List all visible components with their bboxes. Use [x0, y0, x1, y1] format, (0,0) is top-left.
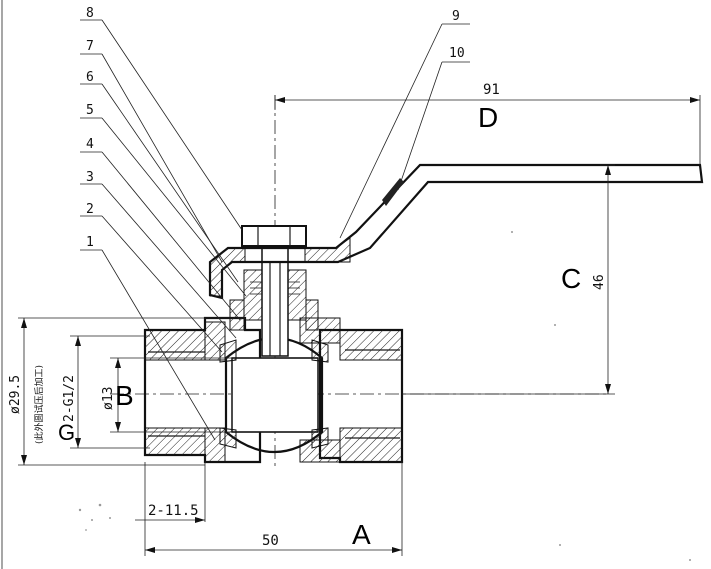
- label-a: A: [352, 519, 371, 550]
- dim-thread-spec-text: 2-G1/2: [62, 375, 77, 422]
- callout-7: 7: [86, 39, 94, 54]
- callout-9: 9: [452, 9, 460, 24]
- callout-2: 2: [86, 202, 94, 217]
- dim-body-length-text: 50: [262, 533, 279, 549]
- callout-6: 6: [86, 70, 94, 85]
- scan-noise: [78, 231, 691, 561]
- dim-overall-length-text: 91: [483, 82, 500, 98]
- callout-8: 8: [86, 6, 94, 21]
- dim-thread-length-text: 2-11.5: [148, 503, 199, 519]
- callout-4: 4: [86, 137, 94, 152]
- callout-1: 1: [86, 235, 94, 250]
- valve-ball: [219, 337, 329, 453]
- callout-10: 10: [449, 46, 465, 61]
- dim-thread-spec: [70, 335, 150, 449]
- dim-thread-length: [135, 462, 206, 523]
- dim-height-text: 46: [592, 274, 607, 290]
- dim-outer-diameter-text: ø29.5: [8, 375, 23, 414]
- label-g: G: [58, 420, 75, 445]
- dim-overall-length: [274, 95, 701, 165]
- dim-outer-diameter-note: (此外圆试压后加工): [33, 365, 45, 444]
- callout-3: 3: [86, 170, 94, 185]
- stem-nut: [241, 225, 307, 247]
- label-d: D: [478, 102, 498, 133]
- dim-outer-diameter: [18, 317, 245, 466]
- dim-bore-diameter: [110, 357, 232, 433]
- callout-5: 5: [86, 103, 94, 118]
- label-c: C: [561, 263, 581, 294]
- label-b: B: [115, 380, 134, 411]
- callout-leaders: [80, 19, 470, 441]
- dim-body-length: [144, 462, 403, 556]
- valve-stem: [229, 247, 319, 357]
- dim-height: [402, 164, 615, 395]
- lever-handle: [208, 163, 704, 300]
- dim-bore-diameter-text: ø13: [101, 387, 116, 410]
